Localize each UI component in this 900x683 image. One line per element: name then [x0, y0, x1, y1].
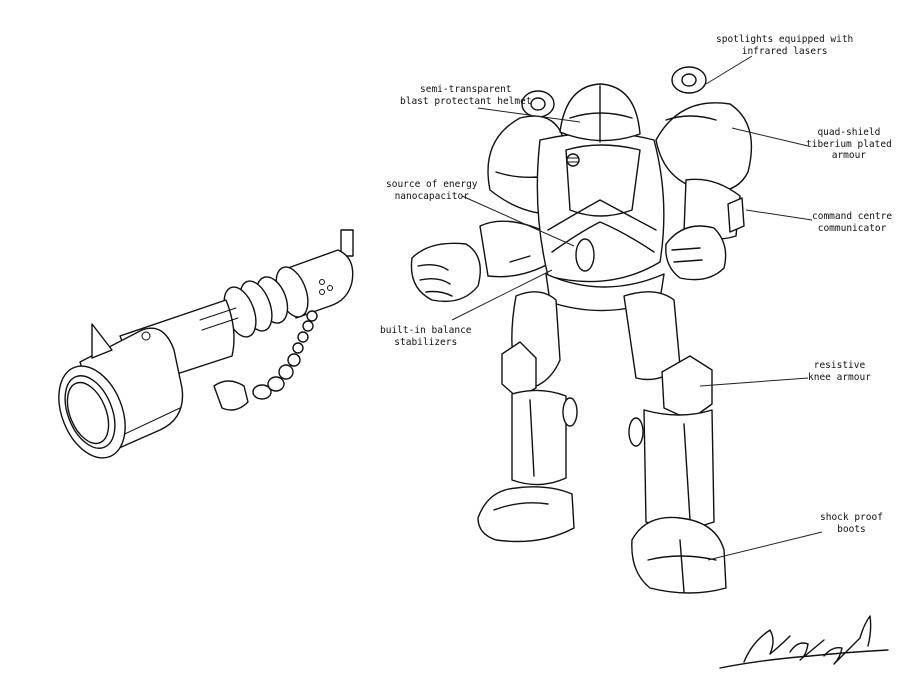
callout-helmet-line-2: blast protectant helmet: [400, 95, 532, 107]
callout-stabilizers: built-in balance stabilizers: [380, 325, 472, 348]
blaster-weapon-drawing: [58, 229, 354, 459]
leader-spotlights: [705, 55, 753, 85]
callout-armour-line-1: quad-shield: [817, 127, 881, 138]
callout-communicator: command centre communicator: [812, 211, 892, 234]
blaster-muzzle: [58, 365, 126, 459]
leader-lines: [451, 55, 823, 561]
callout-knee: resistive knee armour: [808, 360, 871, 383]
spotlight-right: [671, 66, 707, 94]
leader-energy: [461, 195, 575, 247]
torso-armour: [536, 132, 665, 283]
callout-stabilizers-line-2: stabilizers: [394, 336, 458, 348]
callout-boots: shock proof boots: [820, 512, 883, 535]
blaster-coil-hose: [252, 310, 318, 400]
shoulder-pad-right: [655, 102, 753, 192]
callout-stabilizers-line-1: built-in balance: [380, 325, 472, 336]
callout-armour-line-2: tiberium plated: [806, 138, 892, 150]
leader-boots: [707, 531, 823, 561]
fist-right: [665, 225, 727, 281]
leader-knee: [699, 377, 809, 387]
knee-armour-right: [661, 355, 713, 421]
callout-knee-line-2: knee armour: [808, 371, 871, 383]
leader-armour: [731, 127, 809, 147]
callout-spotlights-line-2: infrared lasers: [741, 45, 828, 57]
blaster-front-fin: [91, 323, 113, 359]
energy-nanocapacitor: [575, 238, 595, 272]
leader-communicator: [745, 209, 813, 221]
boot-left: [477, 486, 575, 543]
callout-communicator-line-2: communicator: [817, 222, 887, 234]
boot-right: [631, 516, 727, 594]
callout-helmet-line-1: semi-transparent: [420, 84, 512, 95]
leader-helmet: [477, 107, 581, 123]
callout-knee-line-1: resistive: [813, 360, 866, 371]
callout-communicator-line-1: command centre: [812, 211, 893, 222]
command-communicator: [727, 197, 745, 233]
artist-signature: [719, 615, 889, 669]
fist-left: [410, 242, 481, 303]
leader-stabilizers: [451, 269, 553, 321]
callout-armour-line-3: armour: [831, 150, 867, 161]
callout-armour: quad-shield tiberium plated armour: [806, 127, 892, 162]
callout-boots-line-1: shock proof: [820, 512, 883, 523]
callout-energy-line-2: nanocapacitor: [394, 190, 469, 202]
callout-helmet: semi-transparent blast protectant helmet: [400, 84, 532, 107]
callout-spotlights-line-1: spotlights equipped with: [716, 34, 854, 45]
callout-spotlights: spotlights equipped with infrared lasers: [716, 34, 853, 57]
knee-armour-left: [501, 341, 537, 399]
callout-boots-line-2: boots: [837, 523, 866, 535]
power-armour-drawing: [410, 66, 753, 594]
callout-energy-line-1: source of energy: [386, 179, 478, 190]
callout-energy: source of energy nanocapacitor: [386, 179, 478, 202]
